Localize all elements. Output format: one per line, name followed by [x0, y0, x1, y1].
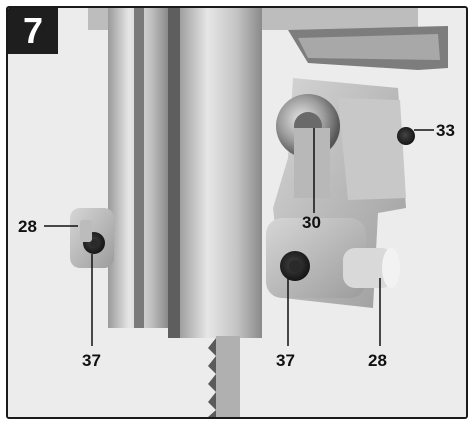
figure-frame: 7 28 37 30 33 37 28 — [6, 6, 468, 419]
callout-37-right: 37 — [276, 351, 295, 370]
callout-28-left: 28 — [18, 217, 37, 236]
figure-number-badge: 7 — [8, 8, 58, 54]
bandsaw-blade-guide-photo — [8, 8, 466, 417]
callout-33: 33 — [436, 121, 455, 140]
callout-28-right: 28 — [368, 351, 387, 370]
callout-30: 30 — [302, 213, 321, 232]
callout-37-left: 37 — [82, 351, 101, 370]
